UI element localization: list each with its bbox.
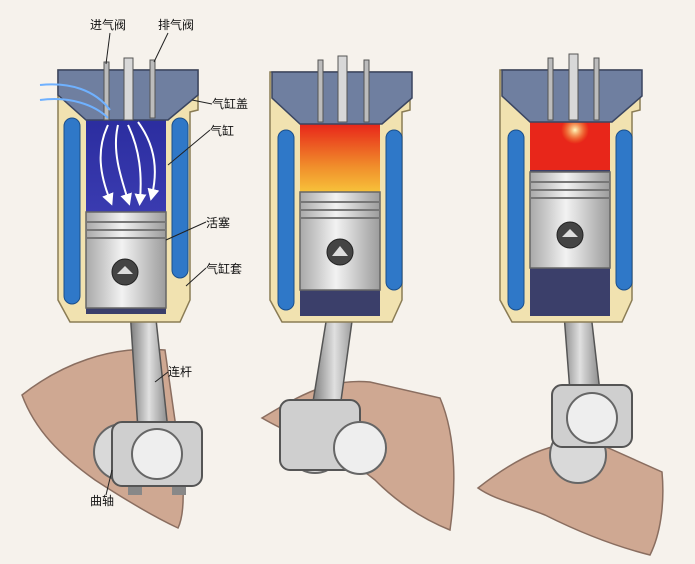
engine-power — [476, 53, 664, 556]
label-intake-valve: 进气阀 — [90, 18, 127, 32]
engine-intake — [21, 57, 203, 529]
coolant-left — [277, 129, 295, 311]
intake-valve-stem — [103, 61, 110, 121]
crank-pin — [566, 392, 618, 444]
compressed-charge — [300, 124, 380, 192]
label-cylinder-head: 气缸盖 — [212, 97, 249, 111]
leader-lines — [105, 32, 213, 496]
spark-plug — [123, 57, 134, 121]
label-exhaust-valve: 排气阀 — [158, 18, 195, 32]
spark-flash — [561, 116, 589, 144]
coolant-right — [615, 129, 633, 291]
piston — [529, 171, 611, 269]
label-connecting-rod: 连杆 — [168, 365, 193, 379]
engine-compression — [260, 55, 455, 532]
coolant-right — [171, 117, 189, 279]
coolant-left — [507, 129, 525, 311]
label-cylinder-jacket: 气缸套 — [206, 262, 243, 276]
label-crankshaft: 曲轴 — [90, 494, 115, 508]
crank-pin — [333, 421, 387, 475]
label-cylinder: 气缸 — [210, 124, 235, 138]
coolant-right — [385, 129, 403, 291]
label-piston: 活塞 — [206, 216, 231, 230]
crank-pin — [131, 428, 183, 480]
exhaust-valve-stem — [149, 59, 156, 119]
coolant-left — [63, 117, 81, 305]
